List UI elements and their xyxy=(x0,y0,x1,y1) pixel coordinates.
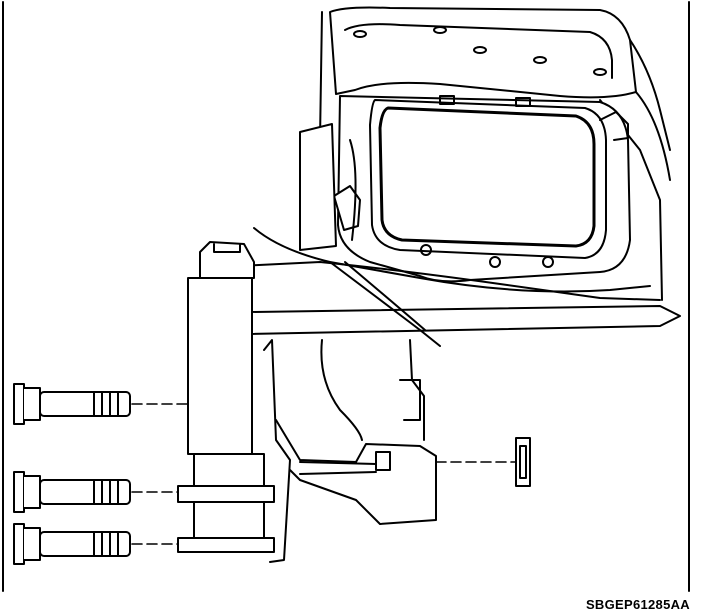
diagram-border xyxy=(2,1,690,592)
frame-rail xyxy=(319,6,671,301)
mount-bolt-middle-icon xyxy=(13,471,131,513)
body-panel xyxy=(229,123,681,347)
mount-bolt-lower-icon xyxy=(13,523,131,565)
mount-bolt-upper-icon xyxy=(13,383,131,425)
control-module-housing xyxy=(319,95,631,283)
through-bolt-nut-icon xyxy=(515,437,531,487)
figure-code: SBGEP61285AA xyxy=(585,597,690,612)
engine-mount-bracket xyxy=(177,241,437,563)
alignment-lines xyxy=(131,403,517,545)
